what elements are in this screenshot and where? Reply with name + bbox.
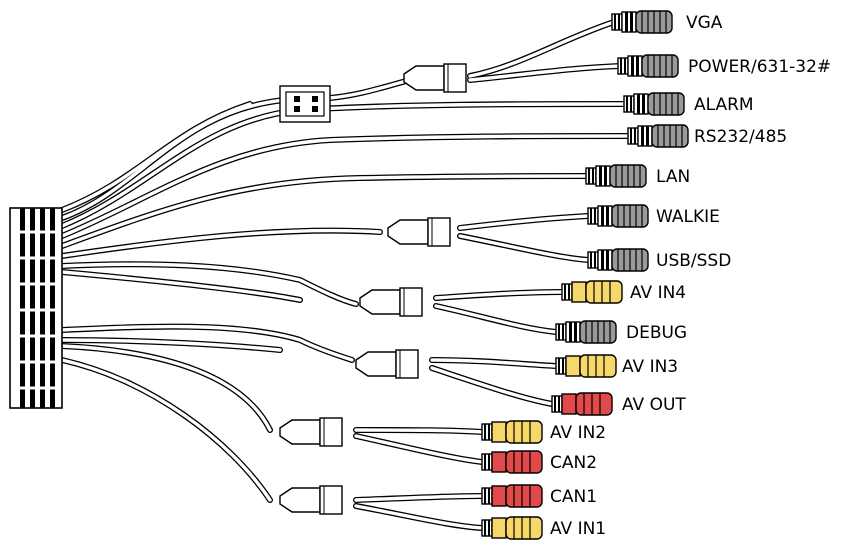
main-connector-block [9, 207, 63, 409]
label-can2: CAN2 [550, 453, 597, 473]
lan-connector-icon [585, 164, 647, 188]
label-can1: CAN1 [550, 487, 597, 507]
label-power: POWER/631-32# [688, 57, 831, 77]
label-rs232: RS232/485 [694, 127, 787, 147]
power-connector-icon [617, 54, 679, 78]
label-av-in4: AV IN4 [630, 283, 686, 303]
splitter-avin3-avout [355, 349, 419, 379]
usb-connector-icon [587, 248, 649, 272]
rs232-connector-icon [627, 124, 689, 148]
av-out-connector-icon [551, 392, 613, 416]
can2-connector-icon [481, 450, 543, 474]
splitter-avin2-can2 [279, 417, 343, 447]
cables [59, 19, 631, 531]
label-alarm: ALARM [694, 95, 754, 115]
splitter-walkie-usb [387, 217, 451, 247]
vga-connector-icon [611, 10, 673, 34]
av-in1-connector-icon [481, 516, 543, 540]
label-av-out: AV OUT [622, 395, 686, 415]
walkie-connector-icon [587, 204, 649, 228]
inline-coupler [279, 85, 331, 123]
splitter-avin4-debug [359, 287, 423, 317]
label-usb: USB/SSD [656, 251, 731, 271]
splitter-vga-power [403, 63, 467, 93]
label-debug: DEBUG [626, 323, 687, 343]
splitter-can1-avin1 [279, 485, 343, 515]
label-vga: VGA [686, 13, 723, 33]
label-av-in2: AV IN2 [550, 423, 606, 443]
label-walkie: WALKIE [656, 207, 720, 227]
label-av-in1: AV IN1 [550, 519, 606, 539]
av-in4-connector-icon [561, 280, 623, 304]
can1-connector-icon [481, 484, 543, 508]
av-in2-connector-icon [481, 420, 543, 444]
label-av-in3: AV IN3 [622, 357, 678, 377]
av-in3-connector-icon [555, 354, 617, 378]
label-lan: LAN [656, 167, 690, 187]
alarm-connector-icon [623, 92, 685, 116]
debug-connector-icon [555, 320, 617, 344]
